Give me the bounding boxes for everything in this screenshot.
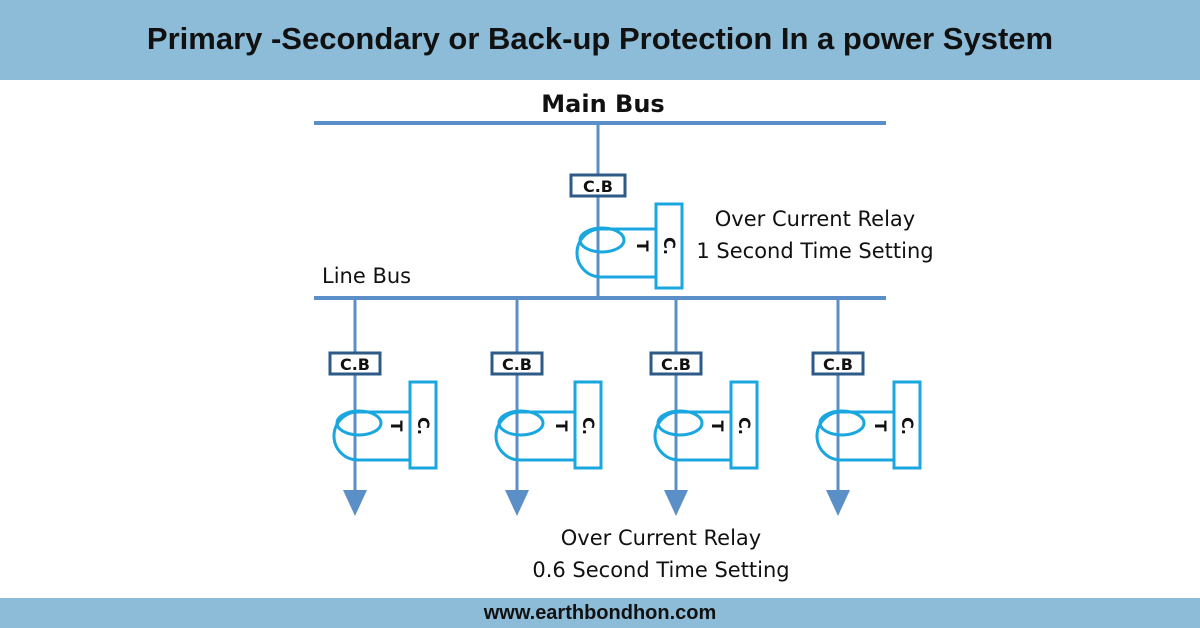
ct-3-label-c: C. [735, 417, 754, 435]
outgoing-feeder-1: C.B C. T [328, 298, 438, 516]
ct-3-label-t: T [708, 421, 727, 432]
load-arrow-icon [826, 490, 850, 516]
ct-relay-box-1 [408, 380, 438, 470]
ct-2-label-t: T [552, 421, 571, 432]
ct-1-label-t: T [387, 421, 406, 432]
circuit-breaker-main [569, 173, 627, 198]
ct-4-label-t: T [871, 421, 890, 432]
load-arrow-icon [505, 490, 529, 516]
circuit-breaker-3 [649, 351, 703, 376]
ct-1-label-c: C. [414, 417, 433, 435]
ct-2-label-c: C. [579, 417, 598, 435]
header-band: Primary -Secondary or Back-up Protection… [0, 0, 1200, 80]
circuit-breaker-4-label: C.B [823, 355, 853, 374]
ct-label-t: T [633, 241, 652, 252]
ct-relay-box-4 [892, 380, 922, 470]
lower-relay-line2: 0.6 Second Time Setting [532, 558, 789, 582]
page-title: Primary -Secondary or Back-up Protection… [146, 21, 1054, 56]
circuit-breaker-1-label: C.B [340, 355, 370, 374]
outgoing-feeder-3: C.B C. T [649, 298, 759, 516]
ct-label-c: C. [660, 237, 679, 255]
circuit-breaker-main-label: C.B [583, 177, 613, 196]
ct-relay-box-3 [729, 380, 759, 470]
load-arrow-icon [343, 490, 367, 516]
circuit-breaker-4 [811, 351, 865, 376]
lower-relay-line1: Over Current Relay [561, 526, 761, 550]
current-transformer-main: C. T [575, 202, 684, 290]
ct-relay-box-main [654, 202, 684, 290]
main-bus-label: Main Bus [541, 90, 664, 118]
upper-relay-line1: Over Current Relay [715, 207, 915, 231]
website-url: www.earthbondhon.com [483, 602, 717, 624]
circuit-breaker-1 [328, 351, 382, 376]
load-arrow-icon [664, 490, 688, 516]
ct-relay-box-2 [573, 380, 603, 470]
outgoing-feeder-4: C.B C. T [811, 298, 922, 516]
circuit-breaker-3-label: C.B [661, 355, 691, 374]
line-bus-label: Line Bus [322, 264, 411, 288]
footer-band: www.earthbondhon.com [0, 598, 1200, 628]
outgoing-feeder-2: C.B C. T [490, 298, 603, 516]
upper-relay-line2: 1 Second Time Setting [696, 239, 933, 263]
circuit-breaker-2 [490, 351, 544, 376]
circuit-breaker-2-label: C.B [502, 355, 532, 374]
ct-4-label-c: C. [898, 417, 917, 435]
